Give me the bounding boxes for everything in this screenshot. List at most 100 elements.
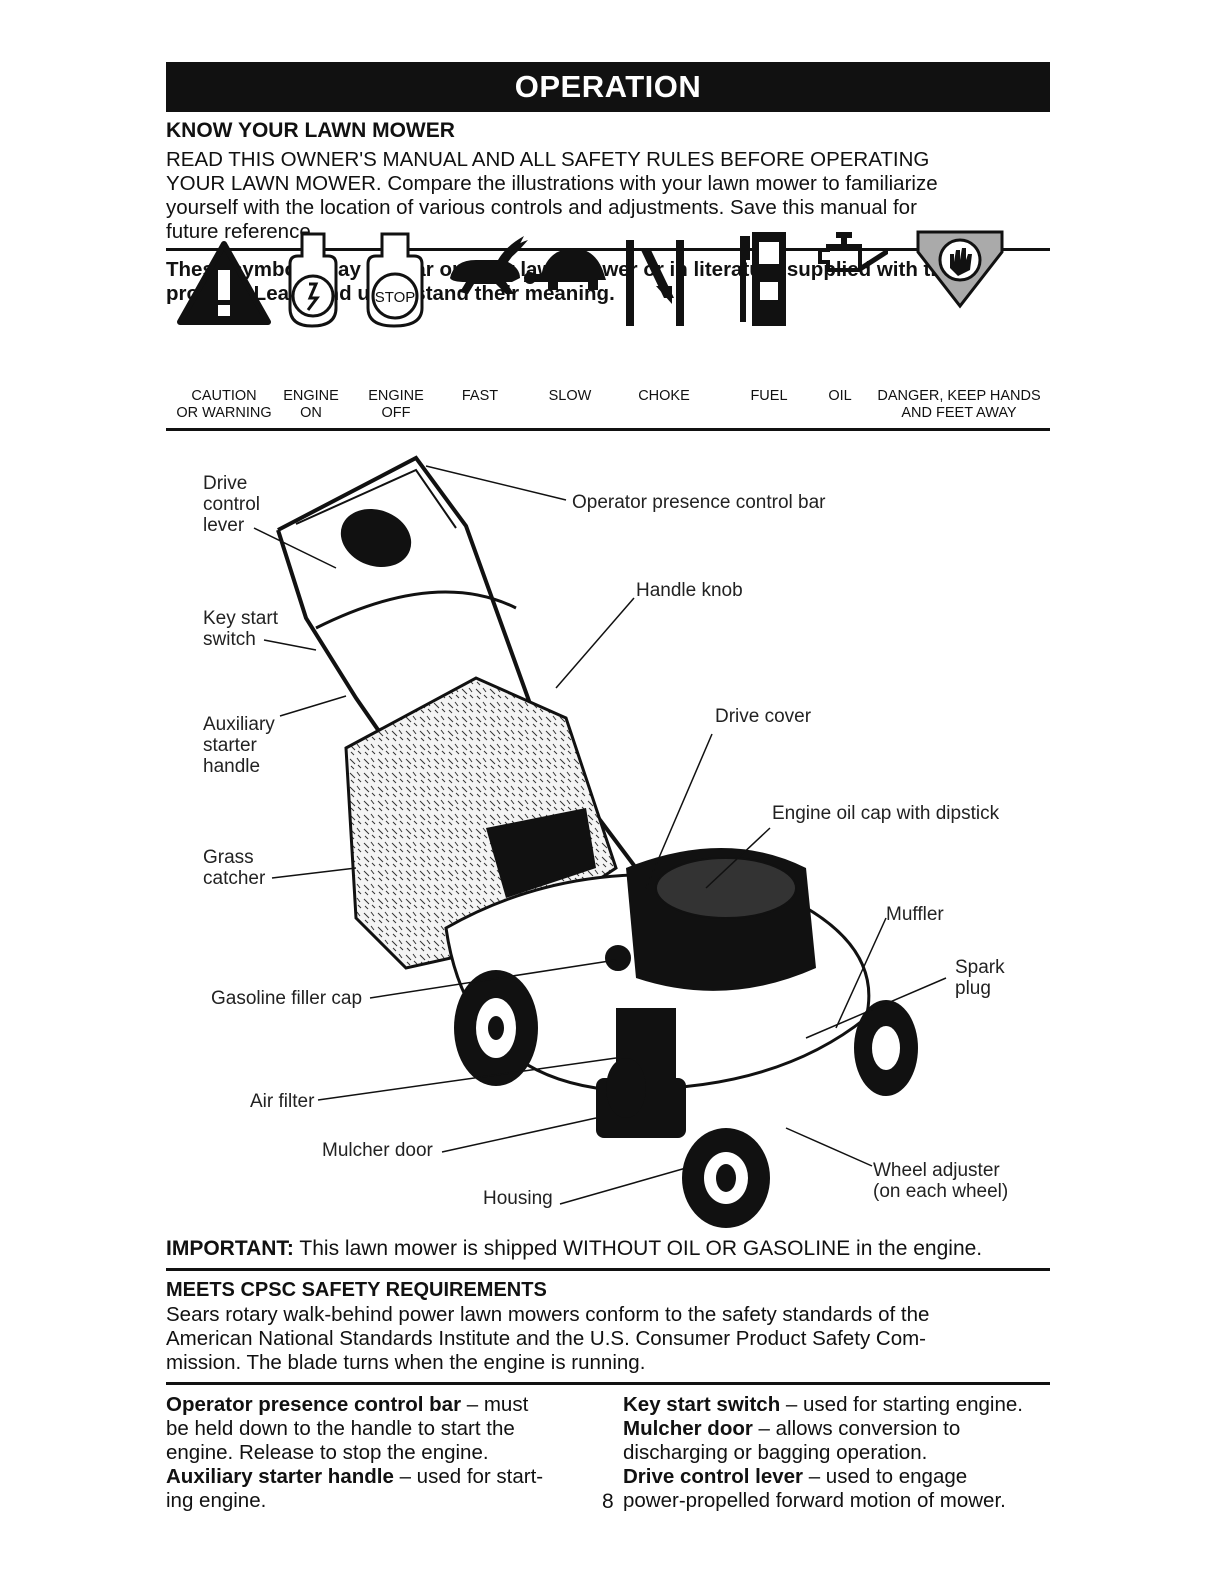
callout-wheel-adjuster: Wheel adjuster (on each wheel) <box>873 1160 1008 1202</box>
callout-grass-catcher: Grass catcher <box>203 847 265 889</box>
definition-line: discharging or bagging operation. <box>623 1441 1063 1465</box>
label-line: ENGINE <box>283 388 339 404</box>
definition-line: Drive control lever – used to engage <box>623 1465 1063 1489</box>
definition-line: be held down to the handle to start the <box>166 1417 596 1441</box>
turtle-icon <box>524 248 606 290</box>
callout-engine-oil-cap: Engine oil cap with dipstick <box>772 803 1000 824</box>
callout-line: plug <box>955 978 991 999</box>
callout-line: switch <box>203 629 256 650</box>
label-line: ON <box>300 405 322 421</box>
callout-key-start-switch: Key start switch <box>203 608 278 650</box>
engine-on-icon <box>288 232 338 328</box>
symbol-label-engine-off: ENGINE OFF <box>358 388 434 422</box>
callout-air-filter: Air filter <box>250 1091 315 1112</box>
label-line: OFF <box>381 405 411 421</box>
know-line: YOUR LAWN MOWER. Compare the illustratio… <box>166 172 938 195</box>
symbol-label-fast: FAST <box>461 388 499 404</box>
label-line: CAUTION <box>191 388 257 404</box>
fuel-pump-icon <box>740 232 786 326</box>
cpsc-heading: MEETS CPSC SAFETY REQUIREMENTS <box>166 1279 547 1301</box>
callout-line: Spark <box>955 957 1005 978</box>
callout-line: control <box>203 494 261 515</box>
know-line: future reference. <box>166 220 317 243</box>
callout-line: lever <box>203 515 245 536</box>
callout-line: Drive <box>203 473 248 494</box>
definitions-right-column: Key start switch – used for starting eng… <box>623 1393 1063 1513</box>
important-label: IMPORTANT: <box>166 1237 294 1260</box>
callout-line: Auxiliary <box>203 714 275 735</box>
stop-text: STOP <box>375 289 416 306</box>
definitions-left-column: Operator presence control bar – must be … <box>166 1393 596 1513</box>
cpsc-line: American National Standards Institute an… <box>166 1327 927 1350</box>
callout-handle-knob: Handle knob <box>636 580 743 601</box>
label-line: DANGER, KEEP HANDS <box>877 388 1041 404</box>
wheel-rear-right <box>606 1058 646 1118</box>
callout-mulcher-door: Mulcher door <box>322 1140 433 1161</box>
important-notice: IMPORTANT: This lawn mower is shipped WI… <box>166 1237 982 1261</box>
definition-text: – used for starting engine. <box>780 1393 1023 1416</box>
callout-line: starter <box>203 735 257 756</box>
callout-line: Key start <box>203 608 278 629</box>
symbol-label-engine-on: ENGINE ON <box>276 388 346 422</box>
page-number: 8 <box>602 1490 614 1513</box>
leader-lines <box>253 465 947 1205</box>
definition-line: ing engine. <box>166 1489 596 1513</box>
operator-bar-grip <box>340 508 412 568</box>
symbol-label-fuel: FUEL <box>750 388 788 404</box>
know-line: READ THIS OWNER'S MANUAL AND ALL SAFETY … <box>166 148 930 171</box>
callout-auxiliary-starter-handle: Auxiliary starter handle <box>203 714 275 777</box>
definition-text: – used to engage <box>803 1465 968 1488</box>
wheel-rear-left <box>454 970 538 1086</box>
symbol-label-choke: CHOKE <box>638 388 690 404</box>
lawn-mower-diagram <box>253 455 947 1228</box>
definition-term: Auxiliary starter handle <box>166 1465 394 1488</box>
definition-text: ing engine. <box>166 1489 267 1512</box>
callout-spark-plug: Spark plug <box>955 957 1005 999</box>
label-line: AND FEET AWAY <box>901 405 1017 421</box>
definition-text: engine. Release to stop the engine. <box>166 1441 489 1464</box>
callout-line: Wheel adjuster <box>873 1160 1000 1181</box>
definition-term: Operator presence control bar <box>166 1393 462 1416</box>
callout-line: catcher <box>203 868 266 889</box>
label-line: OR WARNING <box>176 405 272 421</box>
wheel-front-left <box>682 1128 770 1228</box>
oil-can-icon <box>818 232 888 272</box>
definition-line: Operator presence control bar – must <box>166 1393 596 1417</box>
callout-gasoline-filler-cap: Gasoline filler cap <box>211 988 363 1009</box>
definition-text: power-propelled forward motion of mower. <box>623 1489 1006 1512</box>
cpsc-line: Sears rotary walk-behind power lawn mowe… <box>166 1303 930 1326</box>
divider <box>166 428 1050 431</box>
definition-text: be held down to the handle to start the <box>166 1417 515 1440</box>
divider <box>166 1382 1050 1385</box>
definition-line: Mulcher door – allows conversion to <box>623 1417 1063 1441</box>
callout-drive-control-lever: Drive control lever <box>203 473 260 536</box>
label-line: ENGINE <box>368 388 424 404</box>
cpsc-line: mission. The blade turns when the engine… <box>166 1351 646 1374</box>
divider <box>166 248 1050 251</box>
definition-text: – allows conversion to <box>752 1417 961 1440</box>
divider <box>166 1268 1050 1271</box>
know-paragraph: READ THIS OWNER'S MANUAL AND ALL SAFETY … <box>166 148 1050 244</box>
definition-term: Mulcher door <box>623 1417 753 1440</box>
callout-operator-bar: Operator presence control bar <box>572 492 826 513</box>
cpsc-paragraph: Sears rotary walk-behind power lawn mowe… <box>166 1303 1050 1375</box>
engine-off-icon: STOP <box>366 232 424 328</box>
callout-line: (on each wheel) <box>873 1181 1009 1202</box>
gas-cap-shape <box>603 943 633 973</box>
definition-line: power-propelled forward motion of mower. <box>623 1489 1063 1513</box>
symbol-label-danger: DANGER, KEEP HANDS AND FEET AWAY <box>866 388 1052 422</box>
definition-text: discharging or bagging operation. <box>623 1441 928 1464</box>
rabbit-icon <box>450 236 528 294</box>
wheel-front-right <box>854 1000 918 1096</box>
caution-triangle-icon <box>177 241 271 325</box>
callout-housing: Housing <box>483 1188 553 1209</box>
callout-line: Grass <box>203 847 254 868</box>
callout-muffler: Muffler <box>886 904 944 925</box>
blade-hand-danger-icon <box>916 230 1004 309</box>
callout-line: handle <box>203 756 261 777</box>
know-your-mower-heading: KNOW YOUR LAWN MOWER <box>166 119 455 142</box>
symbol-label-caution: CAUTION OR WARNING <box>170 388 278 422</box>
definition-term: Key start switch <box>623 1393 781 1416</box>
definition-line: engine. Release to stop the engine. <box>166 1441 596 1465</box>
important-text: This lawn mower is shipped WITHOUT OIL O… <box>293 1237 983 1260</box>
